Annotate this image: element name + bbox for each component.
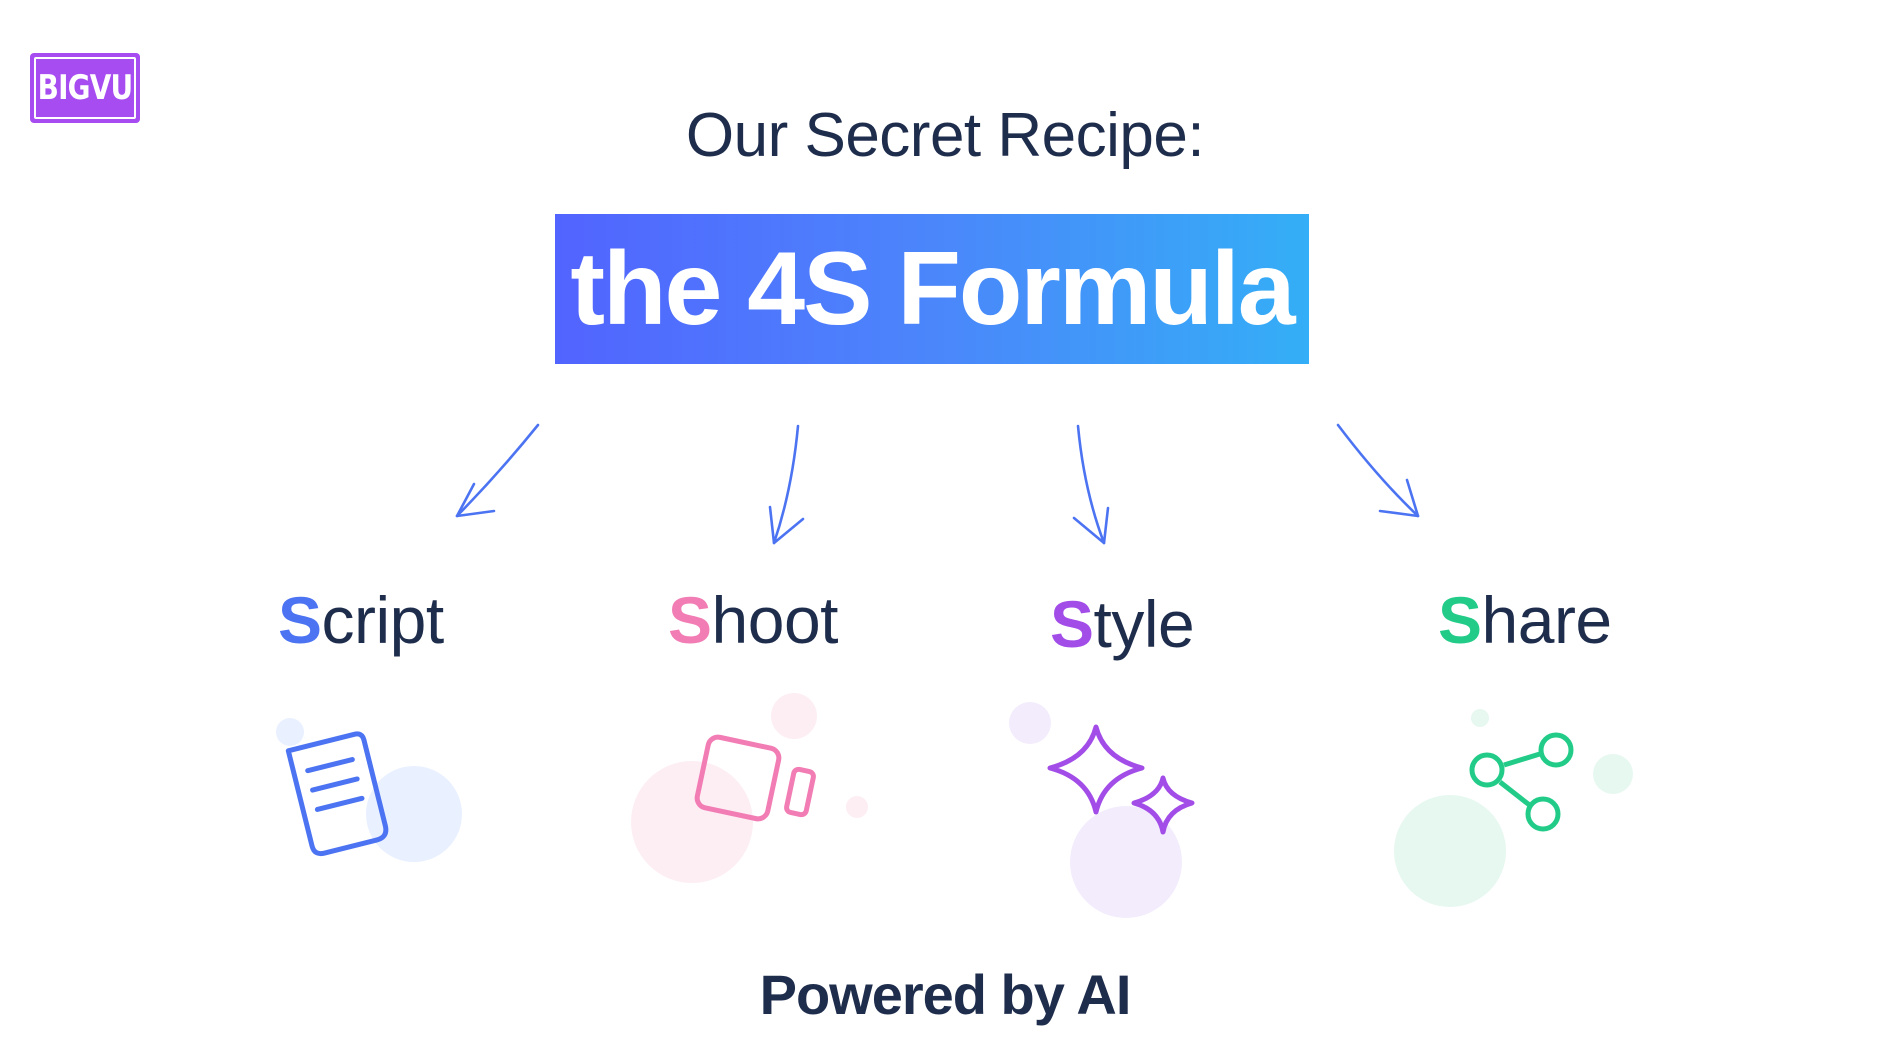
step-shoot-initial: S — [668, 583, 712, 657]
step-shoot: Shoot — [668, 582, 839, 658]
share-icon — [1394, 709, 1633, 907]
step-style-rest: tyle — [1093, 587, 1195, 661]
logo-background — [30, 53, 140, 123]
footer-tagline: Powered by AI — [759, 963, 1132, 1026]
step-style: Style — [1050, 586, 1195, 662]
step-shoot-rest: hoot — [711, 583, 839, 657]
step-script: Script — [278, 582, 444, 658]
document-icon — [276, 718, 462, 862]
banner-title: the 4S Formula — [570, 230, 1295, 347]
formula-banner: the 4S Formula — [555, 214, 1309, 364]
step-script-rest: cript — [321, 583, 445, 657]
subtitle: Our Secret Recipe: — [685, 101, 1205, 170]
arrow-script — [455, 423, 540, 518]
arrow-shoot — [768, 424, 805, 545]
logo-border — [34, 57, 136, 119]
logo-text: BIGVU — [37, 68, 133, 108]
step-style-initial: S — [1050, 587, 1094, 661]
sparkle-icon — [1009, 702, 1195, 918]
step-share-initial: S — [1438, 583, 1482, 657]
arrow-share — [1336, 423, 1420, 518]
step-share: Share — [1438, 582, 1612, 658]
camera-shoot-icon — [631, 693, 868, 883]
step-script-initial: S — [278, 583, 322, 657]
bigvu-logo: BIGVU — [30, 53, 140, 123]
step-share-rest: hare — [1481, 583, 1613, 657]
arrow-style — [1072, 424, 1110, 545]
